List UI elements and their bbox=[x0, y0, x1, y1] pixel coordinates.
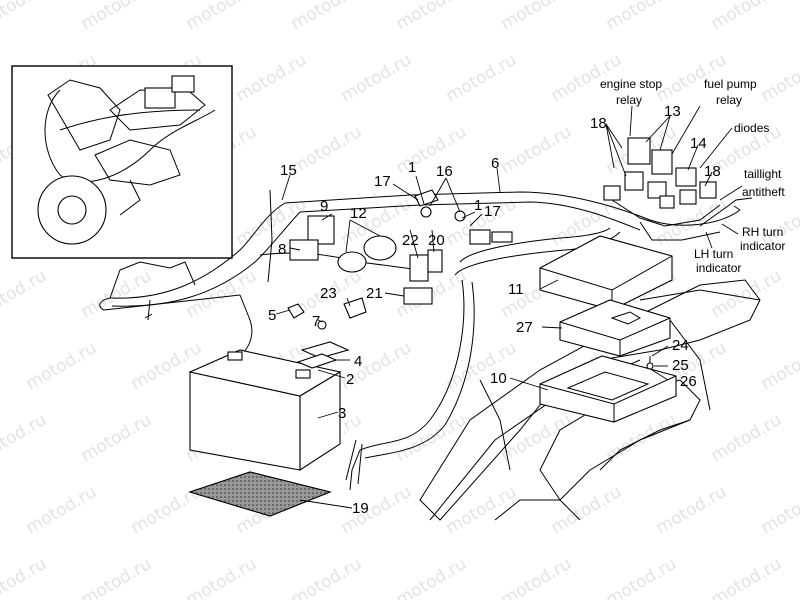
watermark-text: motod.ru bbox=[78, 0, 156, 34]
battery bbox=[188, 349, 342, 472]
callout-3: 3 bbox=[338, 405, 346, 422]
callout-5: 5 bbox=[268, 307, 276, 324]
fuel-pump-relay-line2: relay bbox=[716, 93, 742, 107]
watermark-text: motod.ru bbox=[288, 554, 366, 600]
callout-26: 26 bbox=[680, 373, 697, 390]
lh-turn-indicator-line1: LH turn bbox=[694, 247, 733, 261]
callout-21: 21 bbox=[366, 285, 383, 302]
callout-1b: 1 bbox=[474, 197, 482, 214]
watermark-text: motod.ru bbox=[338, 482, 416, 538]
watermark-text: motod.ru bbox=[0, 410, 50, 466]
watermark-text: motod.ru bbox=[23, 338, 101, 394]
watermark-text: motod.ru bbox=[0, 554, 50, 600]
watermark-text: motod.ru bbox=[0, 0, 50, 34]
callout-1a: 1 bbox=[408, 159, 416, 176]
callout-13: 13 bbox=[664, 103, 681, 120]
callout-18a: 18 bbox=[590, 115, 607, 132]
watermark-text: motod.ru bbox=[603, 0, 681, 34]
watermark-text: motod.ru bbox=[78, 554, 156, 600]
fuel-pump-relay-line1: fuel pump bbox=[704, 77, 757, 91]
callout-14: 14 bbox=[690, 135, 707, 152]
antitheft-label: antitheft bbox=[742, 185, 785, 199]
watermark-text: motod.ru bbox=[233, 50, 311, 106]
watermark-text: motod.ru bbox=[498, 0, 576, 34]
watermark-text: motod.ru bbox=[758, 482, 800, 538]
main-harness bbox=[109, 189, 753, 491]
watermark-text: motod.ru bbox=[393, 0, 471, 34]
watermark-text: motod.ru bbox=[393, 122, 471, 178]
callout-16: 16 bbox=[436, 163, 453, 180]
callout-15: 15 bbox=[280, 162, 297, 179]
watermark-text: motod.ru bbox=[498, 122, 576, 178]
watermark-text: motod.ru bbox=[708, 410, 786, 466]
watermark-text: motod.ru bbox=[78, 410, 156, 466]
battery-pad bbox=[188, 471, 332, 517]
callout-23: 23 bbox=[320, 285, 337, 302]
callout-25: 25 bbox=[672, 357, 689, 374]
watermark-text: motod.ru bbox=[498, 410, 576, 466]
callout-12: 12 bbox=[350, 205, 367, 222]
callout-labels: 1 1 2 3 4 5 6 7 8 9 10 11 12 13 14 15 16… bbox=[268, 103, 721, 517]
leader-lines bbox=[275, 105, 743, 509]
callout-8: 8 bbox=[278, 241, 286, 258]
diodes-label: diodes bbox=[734, 121, 769, 135]
callout-19: 19 bbox=[352, 500, 369, 517]
watermark-text: motod.ru bbox=[288, 122, 366, 178]
watermark-text: motod.ru bbox=[708, 0, 786, 34]
watermark-text: motod.ru bbox=[548, 482, 626, 538]
lh-turn-indicator-line2: indicator bbox=[696, 261, 741, 275]
taillight-label: taillight bbox=[744, 167, 782, 181]
relay-cluster bbox=[603, 137, 717, 209]
rh-turn-indicator-line2: indicator bbox=[740, 239, 785, 253]
watermark-text: motod.ru bbox=[443, 50, 521, 106]
watermark-text: motod.ru bbox=[443, 338, 521, 394]
callout-9: 9 bbox=[320, 198, 328, 215]
watermark-text: motod.ru bbox=[653, 482, 731, 538]
ecu-units bbox=[539, 235, 677, 423]
motorcycle-inset bbox=[11, 65, 233, 259]
watermark-text: motod.ru bbox=[758, 50, 800, 106]
callout-17a: 17 bbox=[374, 173, 391, 190]
engine-stop-relay-line1: engine stop bbox=[600, 77, 662, 91]
callout-18b: 18 bbox=[704, 163, 721, 180]
watermark-text: motod.ru bbox=[393, 554, 471, 600]
callout-17b: 17 bbox=[484, 203, 501, 220]
rh-turn-indicator-line1: RH turn bbox=[742, 225, 783, 239]
watermark-text: motod.ru bbox=[23, 482, 101, 538]
callout-27: 27 bbox=[516, 319, 533, 336]
callout-22: 22 bbox=[402, 232, 419, 249]
watermark-text: motod.ru bbox=[0, 266, 50, 322]
callout-6: 6 bbox=[491, 155, 499, 172]
watermark-text: motod.ru bbox=[183, 266, 261, 322]
text-annotations: engine stop relay fuel pump relay diodes… bbox=[600, 77, 785, 275]
callout-10: 10 bbox=[490, 370, 507, 387]
watermark-text: motod.ru bbox=[183, 554, 261, 600]
watermark-text: motod.ru bbox=[338, 50, 416, 106]
engine-stop-relay-line2: relay bbox=[616, 93, 642, 107]
callout-4: 4 bbox=[354, 353, 362, 370]
callout-7: 7 bbox=[312, 313, 320, 330]
callout-2: 2 bbox=[346, 371, 354, 388]
watermark-text: motod.ru bbox=[78, 266, 156, 322]
watermark-text: motod.ru bbox=[603, 554, 681, 600]
watermark-text: motod.ru bbox=[498, 554, 576, 600]
watermark-text: motod.ru bbox=[758, 338, 800, 394]
callout-11: 11 bbox=[508, 281, 524, 298]
watermark-text: motod.ru bbox=[183, 0, 261, 34]
callout-20: 20 bbox=[428, 232, 445, 249]
watermark-text: motod.ru bbox=[708, 554, 786, 600]
callout-24: 24 bbox=[672, 337, 689, 354]
watermark-text: motod.ru bbox=[288, 0, 366, 34]
